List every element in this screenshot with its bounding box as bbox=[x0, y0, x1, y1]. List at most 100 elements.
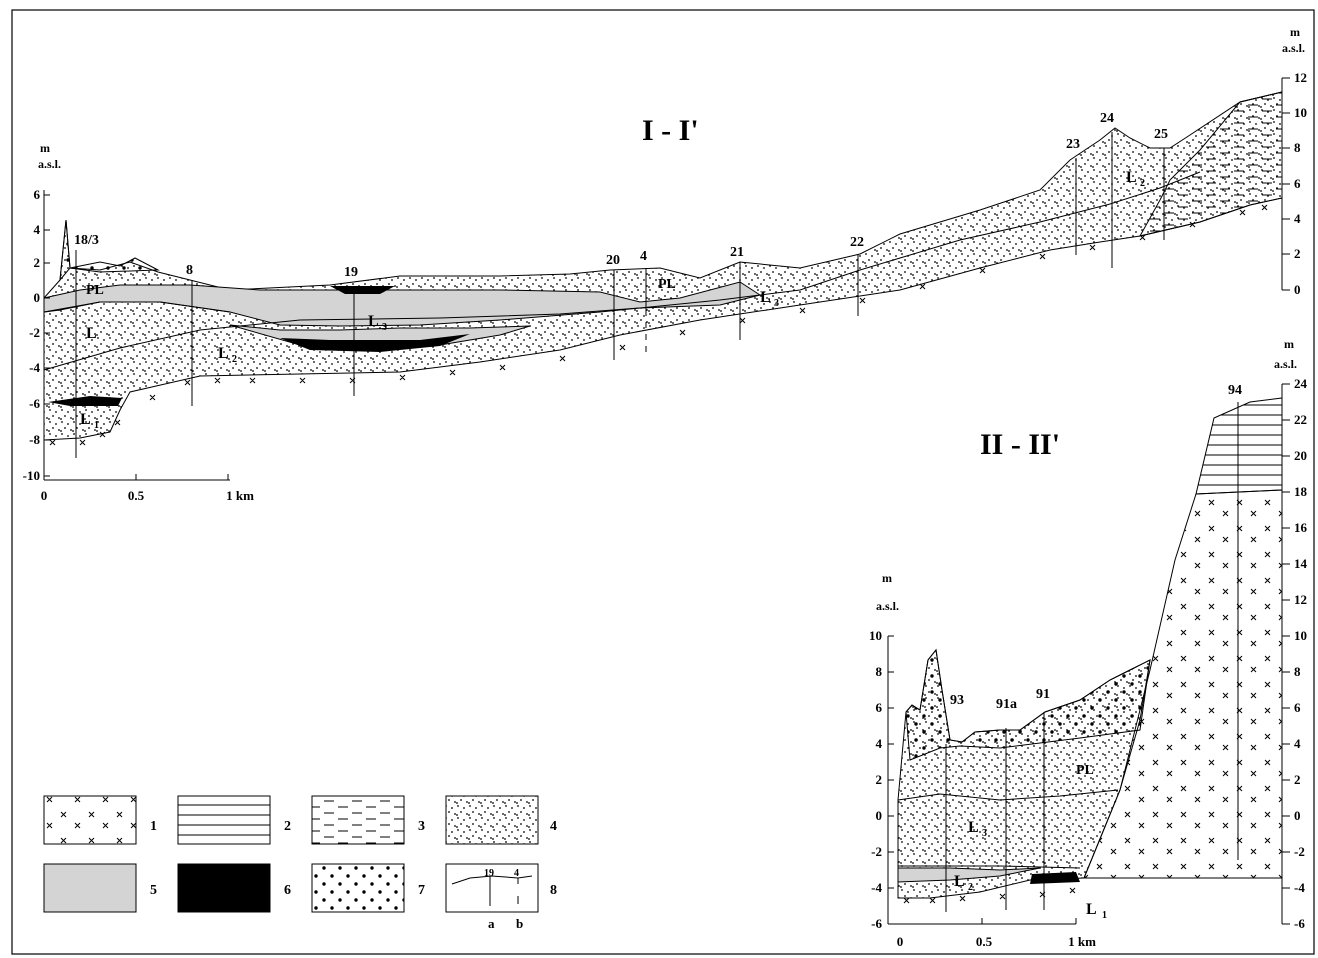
silt-lens-3 bbox=[897, 867, 1041, 883]
s1-ytick: 4 bbox=[34, 222, 41, 237]
s2-rtick: 14 bbox=[1294, 556, 1308, 571]
s2-layer-sub: 2 bbox=[968, 882, 973, 893]
s2-scale-label: 0.5 bbox=[976, 934, 993, 949]
legend-swatch-silt bbox=[43, 863, 137, 913]
left-axis-2 bbox=[887, 635, 1077, 925]
dashed-clay-body bbox=[1139, 91, 1283, 237]
s1-layer-l: L bbox=[760, 289, 771, 306]
s1-borehole-label: 8 bbox=[186, 263, 193, 278]
s2-rtick: -4 bbox=[1294, 880, 1305, 895]
legend-number: 6 bbox=[284, 883, 291, 898]
s2-rtick: 24 bbox=[1294, 376, 1308, 391]
borehole-lines-2 bbox=[945, 402, 1239, 912]
s2-layer-pl: PL bbox=[1076, 763, 1094, 778]
legend-number: 4 bbox=[550, 819, 557, 834]
s2-rtick: -6 bbox=[1294, 916, 1305, 931]
s1-layer-l: L bbox=[1126, 169, 1137, 186]
s1-rtick: 0 bbox=[1294, 282, 1301, 297]
s2-scale-label: 0 bbox=[897, 934, 904, 949]
s2-ytick: 2 bbox=[876, 772, 883, 787]
s1-rtick: 4 bbox=[1294, 211, 1301, 226]
s2-layer-sub: 1 bbox=[1102, 910, 1107, 921]
s1-rtick: 8 bbox=[1294, 140, 1301, 155]
s2-rtick: 6 bbox=[1294, 700, 1301, 715]
s2-borehole-label: 91 bbox=[1036, 687, 1050, 702]
s2-rtick: 0 bbox=[1294, 808, 1301, 823]
s1-scale-label: 1 km bbox=[226, 488, 254, 503]
s2-ytick: -2 bbox=[871, 844, 882, 859]
s1-layer-sub: 2 bbox=[1140, 178, 1145, 189]
legend-swatch-hlines bbox=[177, 795, 271, 845]
s1-rtick: 10 bbox=[1294, 105, 1307, 120]
s1-layer-pl: PL bbox=[658, 277, 676, 292]
legend-sub-label: b bbox=[516, 916, 523, 931]
legend-sample-number: 4 bbox=[514, 868, 519, 879]
s1-left-unit-asl: a.s.l. bbox=[38, 157, 61, 171]
legend-number: 5 bbox=[150, 883, 157, 898]
s1-borehole-label: 24 bbox=[1100, 111, 1114, 126]
s1-right-unit-asl: a.s.l. bbox=[1282, 41, 1305, 55]
s1-layer-sub: 3 bbox=[382, 322, 387, 333]
s2-ytick: 10 bbox=[869, 628, 882, 643]
s2-rtick: 18 bbox=[1294, 484, 1308, 499]
s1-layer-sub: 1 bbox=[94, 420, 99, 431]
s1-scale-label: 0 bbox=[41, 488, 48, 503]
s2-layer-sub: 3 bbox=[982, 828, 987, 839]
s1-right-unit-m: m bbox=[1290, 25, 1300, 39]
coarse-sand-2 bbox=[905, 648, 1151, 761]
s1-borehole-label: 25 bbox=[1154, 127, 1168, 142]
peat-lens-2 bbox=[280, 334, 470, 352]
s2-rtick: 16 bbox=[1294, 520, 1308, 535]
s2-rtick: 10 bbox=[1294, 628, 1307, 643]
s2-layer-l: L bbox=[954, 873, 965, 890]
s2-borehole-label: 94 bbox=[1228, 383, 1242, 398]
s2-borehole-label: 91a bbox=[996, 697, 1017, 712]
s1-ytick: -6 bbox=[29, 396, 40, 411]
s1-ytick: -2 bbox=[29, 325, 40, 340]
s1-layer-l: L bbox=[368, 313, 379, 330]
s1-ytick: -10 bbox=[23, 468, 40, 483]
s2-ytick: 0 bbox=[876, 808, 883, 823]
bedrock-marks-2 bbox=[903, 887, 1076, 904]
s2-borehole-label: 93 bbox=[950, 693, 964, 708]
s1-rtick: 12 bbox=[1294, 70, 1307, 85]
s1-layer-pl: PL bbox=[86, 283, 104, 298]
s2-left-unit-m: m bbox=[882, 571, 892, 585]
s1-layer-l: L bbox=[80, 411, 91, 428]
s1-layer-sub: 2 bbox=[232, 354, 237, 365]
legend-swatch-peat bbox=[177, 863, 271, 913]
s2-rtick: -2 bbox=[1294, 844, 1305, 859]
s1-ytick: 6 bbox=[34, 187, 41, 202]
s2-rtick: 2 bbox=[1294, 772, 1301, 787]
legend-sample-number: 19 bbox=[484, 868, 494, 879]
section-2 bbox=[887, 383, 1290, 925]
s2-layer-l: L bbox=[1086, 901, 1097, 918]
legend-number: 8 bbox=[550, 883, 557, 898]
s1-borehole-label: 4 bbox=[640, 249, 647, 264]
legend-swatch-dashed bbox=[311, 795, 405, 845]
s2-ytick: 8 bbox=[876, 664, 883, 679]
s2-right-unit-m: m bbox=[1284, 337, 1294, 351]
section-1 bbox=[43, 77, 1290, 481]
s2-right-unit-asl: a.s.l. bbox=[1274, 357, 1297, 371]
hlines-layer-2 bbox=[1195, 397, 1283, 495]
s2-rtick: 4 bbox=[1294, 736, 1301, 751]
s1-scale-label: 0.5 bbox=[128, 488, 145, 503]
legend-number: 2 bbox=[284, 819, 291, 834]
legend-number: 3 bbox=[418, 819, 425, 834]
dune-coarse-2 bbox=[69, 257, 160, 273]
s1-ytick: -8 bbox=[29, 432, 40, 447]
bedrock-marks-1 bbox=[49, 204, 1268, 446]
legend-number: 7 bbox=[418, 883, 425, 898]
s1-borehole-label: 22 bbox=[850, 235, 864, 250]
legend bbox=[43, 795, 539, 913]
s2-ytick: -4 bbox=[871, 880, 882, 895]
s2-rtick: 8 bbox=[1294, 664, 1301, 679]
dune-coarse-1 bbox=[59, 219, 71, 282]
s2-ytick: -6 bbox=[871, 916, 882, 931]
peat-lens-1 bbox=[330, 286, 395, 294]
s1-rtick: 2 bbox=[1294, 246, 1301, 261]
section-1-title: I - I' bbox=[642, 114, 699, 147]
peat-lens-4 bbox=[1030, 872, 1080, 884]
s2-rtick: 20 bbox=[1294, 448, 1307, 463]
